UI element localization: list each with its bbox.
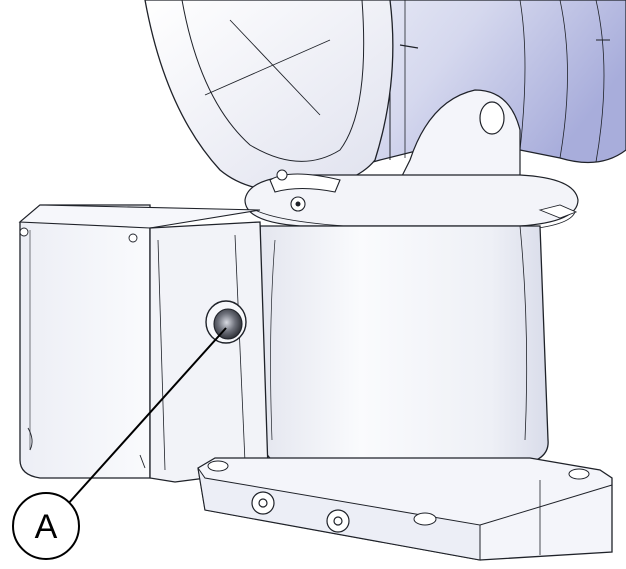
mount-hole-icon: [207, 460, 229, 472]
port-hole-icon: [205, 300, 247, 344]
joint-disc: [144, 0, 394, 192]
connector-box: [18, 204, 269, 483]
callout-a: A: [12, 327, 227, 560]
callout-leader-line: [66, 327, 227, 506]
screw-head-icon: [326, 509, 350, 533]
latch-clip: [269, 169, 341, 247]
mount-hole-icon: [413, 512, 437, 526]
mount-hole-icon: [568, 468, 590, 480]
callout-label: A: [35, 508, 58, 546]
arm-bracket: [399, 89, 521, 181]
screw-head-icon: [251, 491, 275, 515]
bracket-hole-icon: [479, 101, 505, 135]
base-plate: [197, 457, 613, 561]
callout-bubble: [12, 492, 80, 560]
base-cylinder: [259, 225, 549, 466]
